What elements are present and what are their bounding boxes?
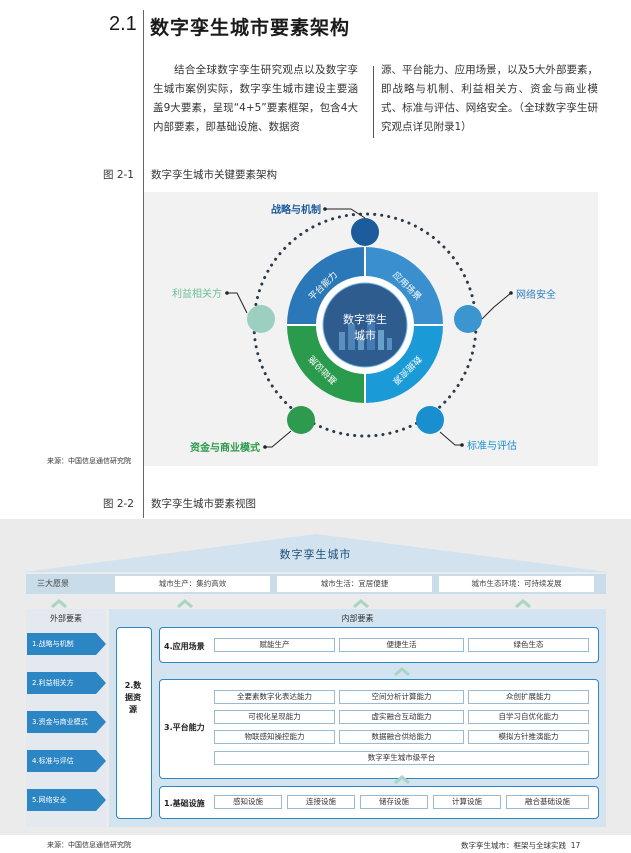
platform-item: 虚实融合互动能力 — [339, 710, 464, 724]
node-label-standard: 标准与评估 — [467, 439, 517, 452]
outer-item-standard: 4.标准与评估 — [32, 757, 74, 765]
chevron-up-icon — [394, 667, 410, 676]
footer-text: 数字孪生城市：框架与全球实践 — [461, 841, 566, 850]
figure1-source: 来源：中国信息通信研究院 — [47, 457, 131, 465]
node-stakeholder — [247, 305, 275, 333]
vision-label: 三大愿景 — [37, 579, 69, 588]
section-divider — [143, 10, 144, 518]
data-resource-label: 2.数据资源 — [124, 681, 142, 714]
figure2-source: 来源：中国信息通信研究院 — [47, 841, 131, 849]
outer-arrow — [27, 750, 106, 772]
section-number: 2.1 — [109, 13, 137, 35]
app-item: 绿色生态 — [468, 638, 589, 652]
outer-arrow — [27, 633, 106, 655]
node-label-stakeholder: 利益相关方 — [172, 287, 222, 300]
infra-item: 感知设施 — [214, 795, 282, 809]
city-title: 数字孪生城市 — [279, 548, 352, 561]
chevron-up-icon — [353, 599, 369, 608]
outer-item-stakeholder: 2.利益相关方 — [32, 679, 74, 687]
node-label-security: 网络安全 — [516, 288, 556, 301]
figure1-label: 图 2-1 — [103, 169, 134, 181]
vision-ecology: 城市生态环境：可持续发展 — [439, 576, 594, 592]
platform-item: 自学习自优化能力 — [468, 710, 589, 724]
node-label-funding: 资金与商业模式 — [190, 441, 260, 454]
platform-item: 模拟方针推演能力 — [468, 730, 589, 744]
node-standard — [416, 406, 444, 434]
vision-production: 城市生产：集约高效 — [115, 576, 270, 592]
platform-item: 全要素数字化表达能力 — [214, 690, 335, 704]
element-architecture-diagram: 数字孪生 城市 平台能力 应用场景 数据资源 基础设施 战略与机制 网络安全 标… — [172, 203, 556, 454]
center-label-line1: 数字孪生 — [343, 312, 387, 326]
app-layer-label: 4.应用场景 — [164, 642, 205, 651]
column-divider — [373, 66, 374, 138]
chevron-up-icon — [515, 599, 531, 608]
chevron-up-icon — [51, 599, 67, 608]
center-label-line2: 城市 — [354, 328, 376, 342]
intro-paragraph-right: 源、平台能力、应用场景，以及5大外部要素，即战略与机制、利益相关方、资金与商业模… — [381, 64, 598, 133]
outer-item-security: 5.网络安全 — [32, 796, 67, 804]
outer-arrow — [27, 789, 106, 811]
node-strategy — [351, 218, 379, 246]
intro-paragraph-left: 结合全球数字孪生研究观点以及数字孪生城市案例实际，数字孪生城市建设主要涵盖9大要… — [153, 64, 358, 133]
city-roof — [24, 534, 608, 572]
outer-item-funding: 3.资金与商业模式 — [32, 718, 88, 726]
platform-item: 物联感知操控能力 — [214, 730, 335, 744]
vision-life: 城市生活：宜居便捷 — [277, 576, 432, 592]
infra-item: 计算设施 — [433, 795, 501, 809]
platform-item: 数据融合供给能力 — [339, 730, 464, 744]
data-resource-box — [116, 627, 152, 819]
chevron-up-icon — [177, 599, 193, 608]
platform-item: 可视化呈现能力 — [214, 710, 335, 724]
outer-item-strategy: 1.战略与机制 — [32, 640, 74, 648]
platform-layer-label: 3.平台能力 — [164, 723, 205, 732]
node-security — [454, 305, 482, 333]
infra-item: 连接设施 — [287, 795, 355, 809]
page-number: 17 — [570, 841, 581, 850]
infra-item: 融合基础设施 — [506, 795, 589, 809]
figure2-label: 图 2-2 — [103, 498, 134, 510]
chevron-up-icon — [394, 775, 410, 784]
platform-item: 众创扩展能力 — [468, 690, 589, 704]
infra-layer-label: 1.基础设施 — [164, 799, 205, 808]
node-label-strategy: 战略与机制 — [271, 203, 321, 216]
node-funding — [287, 406, 315, 434]
infra-item: 储存设施 — [360, 795, 428, 809]
page-footer: 数字孪生城市：框架与全球实践 17 — [461, 840, 580, 851]
inner-elements-title: 内部要素 — [341, 614, 374, 623]
figure2-title: 数字孪生城市要素视图 — [151, 498, 256, 510]
platform-base: 数字孪生城市级平台 — [214, 751, 589, 765]
section-title: 数字孪生城市要素架构 — [150, 17, 351, 39]
figure1-title: 数字孪生城市关键要素架构 — [151, 169, 277, 181]
app-item: 赋能生产 — [214, 638, 335, 652]
outer-arrow — [27, 672, 106, 694]
platform-item: 空间分析计算能力 — [339, 690, 464, 704]
outer-elements-title: 外部要素 — [50, 614, 82, 623]
outer-arrow — [27, 711, 106, 733]
app-item: 便捷生活 — [339, 638, 464, 652]
